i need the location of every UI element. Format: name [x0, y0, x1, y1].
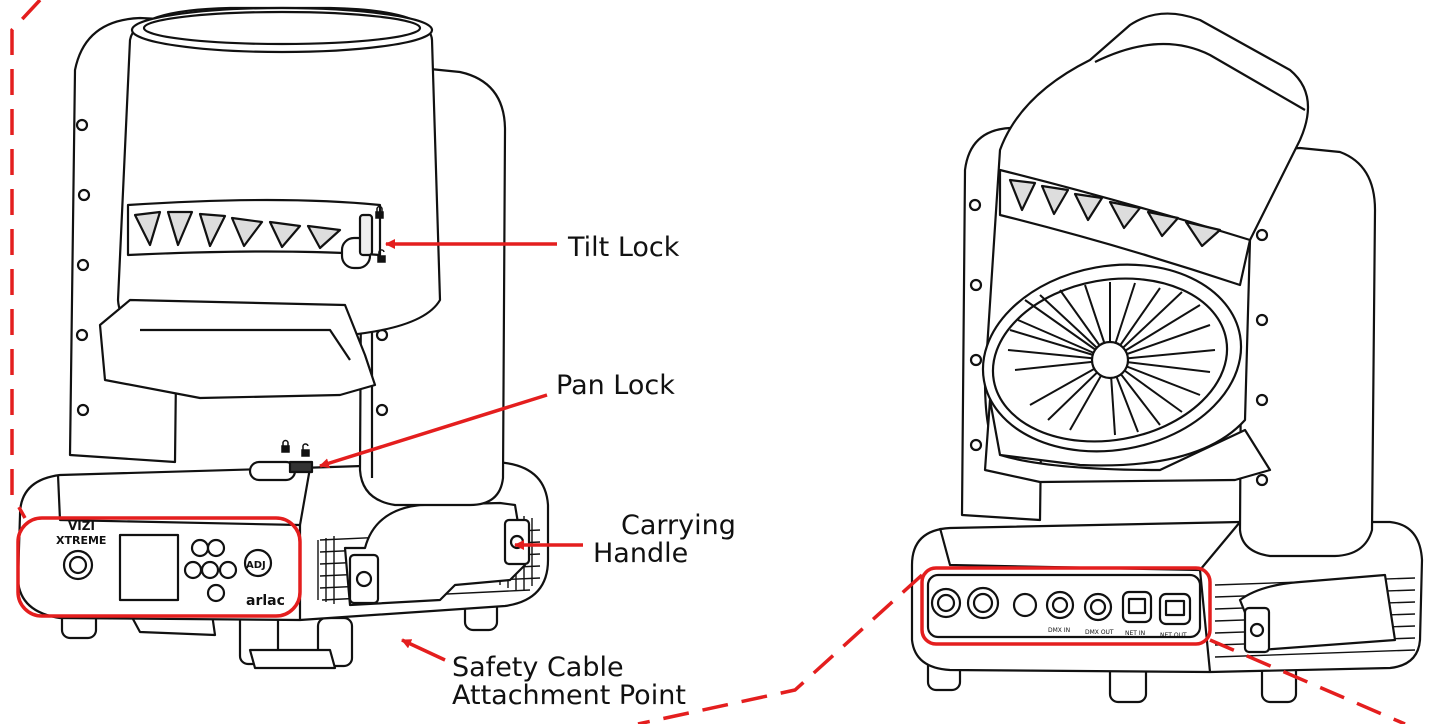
rear-fan-hub: [1090, 340, 1130, 380]
zoom-line-bottom: [637, 573, 924, 726]
control-buttons: [183, 538, 238, 603]
rear-fan-ring: [991, 277, 1229, 443]
carrying-handle-line2: Handle: [593, 538, 689, 569]
safety-cable-line2: Attachment Point: [452, 680, 686, 711]
pan-lock-slot: [288, 460, 314, 474]
carrying-handle-label: Carrying Handle: [593, 512, 736, 568]
safety-attachment-bracket: [248, 648, 337, 670]
vent-triangles: [133, 210, 342, 250]
port-label-net-out: NET OUT: [1160, 632, 1187, 639]
brand-logo-badge: [243, 548, 273, 578]
zoom-line-right: [1209, 638, 1406, 726]
model-name-line1: VIZI: [68, 519, 95, 533]
lens-inner: [142, 10, 422, 46]
pan-lock-label: Pan Lock: [556, 372, 675, 400]
power-connector: [62, 549, 94, 581]
rear-panel-highlight: [920, 566, 1212, 646]
pan-lock-knob: [248, 460, 297, 482]
port-label-dmx-in: DMX IN: [1048, 627, 1070, 634]
rear-yoke-screws: [968, 198, 1269, 487]
rear-head-top-edge: [1094, 42, 1306, 111]
pan-lock-text: Pan Lock: [556, 370, 675, 401]
lens-ring: [130, 6, 434, 54]
front-panel-highlight: [16, 516, 302, 618]
rear-head-lower-chassis: [983, 398, 1272, 484]
sub-brand-logo: arlac: [246, 593, 285, 609]
moving-head: [116, 6, 442, 340]
rear-connectors: [930, 586, 1192, 626]
carrying-handle-body: [343, 501, 527, 607]
safety-cable-label: Safety Cable Attachment Point: [452, 654, 686, 710]
safety-cable-arrow: [401, 638, 446, 662]
rear-fixture: DMX IN DMX OUT NET IN NET OUT: [910, 12, 1424, 704]
chassis-detail: [140, 328, 351, 361]
lock-open-icon: [301, 249, 386, 457]
tilt-lock-slot: [358, 213, 374, 257]
lock-closed-icon: [281, 205, 384, 453]
tilt-lock-label: Tilt Lock: [568, 234, 679, 262]
model-name-line2: XTREME: [56, 534, 106, 547]
rear-vent-triangles: [1008, 178, 1222, 248]
callouts: [10, 0, 1406, 726]
zoom-line-left: [10, 0, 42, 519]
head-lower-chassis: [98, 298, 377, 400]
base-top-edge: [56, 467, 312, 527]
brand-logo-text: ADJ: [246, 560, 266, 571]
port-label-net-in: NET IN: [1125, 630, 1145, 637]
pan-lock-arrow: [319, 393, 548, 469]
rear-handle-screw: [1249, 622, 1265, 638]
rear-carrying-handle: [1238, 573, 1397, 652]
handle-screw-left: [355, 570, 373, 588]
tilt-lock-text: Tilt Lock: [568, 232, 680, 263]
rear-base-corner: [1198, 569, 1212, 673]
carrying-handle-line1: Carrying: [621, 510, 736, 541]
port-label-dmx-out: DMX OUT: [1085, 629, 1114, 636]
lcd-display: [118, 533, 180, 602]
safety-cable-line1: Safety Cable: [452, 652, 624, 683]
power-connector-inner: [68, 555, 88, 575]
front-fixture: VIZI XTREME ADJ arlac: [16, 6, 550, 670]
